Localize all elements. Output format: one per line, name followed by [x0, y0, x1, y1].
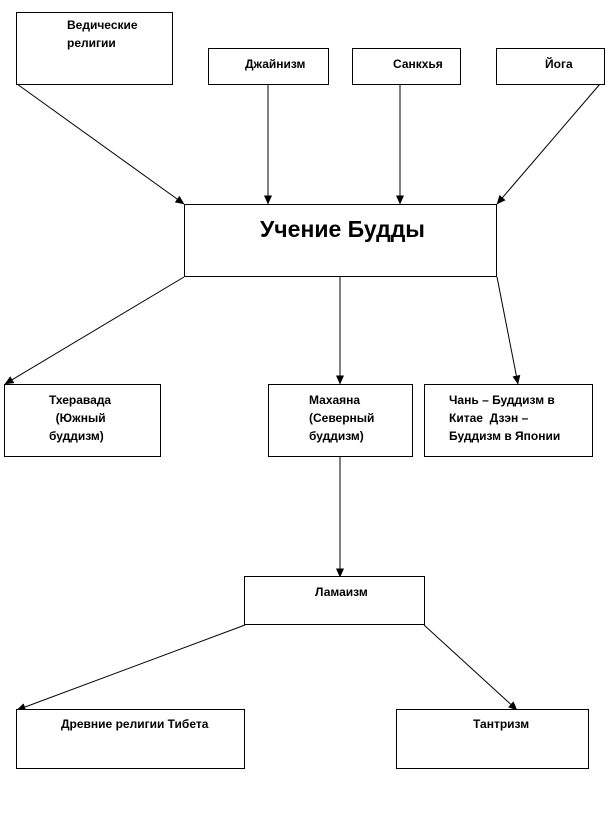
node-buddha-teaching: Учение Будды	[184, 204, 497, 277]
node-chan-zen: Чань – Буддизм в Китае Дзэн – Буддизм в …	[424, 384, 593, 457]
edge-buddha-to-theravada	[4, 276, 185, 385]
node-jainism-label: Джайнизм	[245, 57, 306, 71]
node-yoga: Йога	[496, 48, 605, 85]
node-chan-zen-label: Чань – Буддизм в Китае Дзэн – Буддизм в …	[449, 393, 561, 443]
node-mahayana-label: Махаяна (Северный буддизм)	[309, 393, 375, 443]
node-buddha-teaching-label: Учение Будды	[260, 216, 425, 242]
node-lamaism-label: Ламаизм	[315, 585, 368, 599]
edge-yoga-to-buddha	[496, 83, 601, 205]
node-vedic-religions: Ведические религии	[16, 12, 173, 85]
node-ancient-tibet-religions-label: Древние религии Тибета	[61, 717, 209, 731]
node-lamaism: Ламаизм	[244, 576, 425, 625]
edge-vedic-to-buddha	[16, 83, 185, 205]
node-tantrism-label: Тантризм	[473, 717, 530, 731]
node-samkhya-label: Санкхья	[393, 57, 443, 71]
edge-lamaism-to-tantrism	[423, 624, 518, 711]
node-theravada: Тхеравада (Южный буддизм)	[4, 384, 161, 457]
node-theravada-label: Тхеравада (Южный буддизм)	[49, 393, 112, 443]
edge-lamaism-to-tibet	[16, 624, 246, 711]
node-ancient-tibet-religions: Древние религии Тибета	[16, 709, 245, 769]
node-tantrism: Тантризм	[396, 709, 589, 769]
edge-buddha-to-chan-zen	[496, 276, 521, 385]
node-vedic-religions-label: Ведические религии	[67, 18, 138, 50]
node-yoga-label: Йога	[545, 57, 573, 71]
node-jainism: Джайнизм	[208, 48, 329, 85]
node-samkhya: Санкхья	[352, 48, 461, 85]
node-mahayana: Махаяна (Северный буддизм)	[268, 384, 413, 457]
